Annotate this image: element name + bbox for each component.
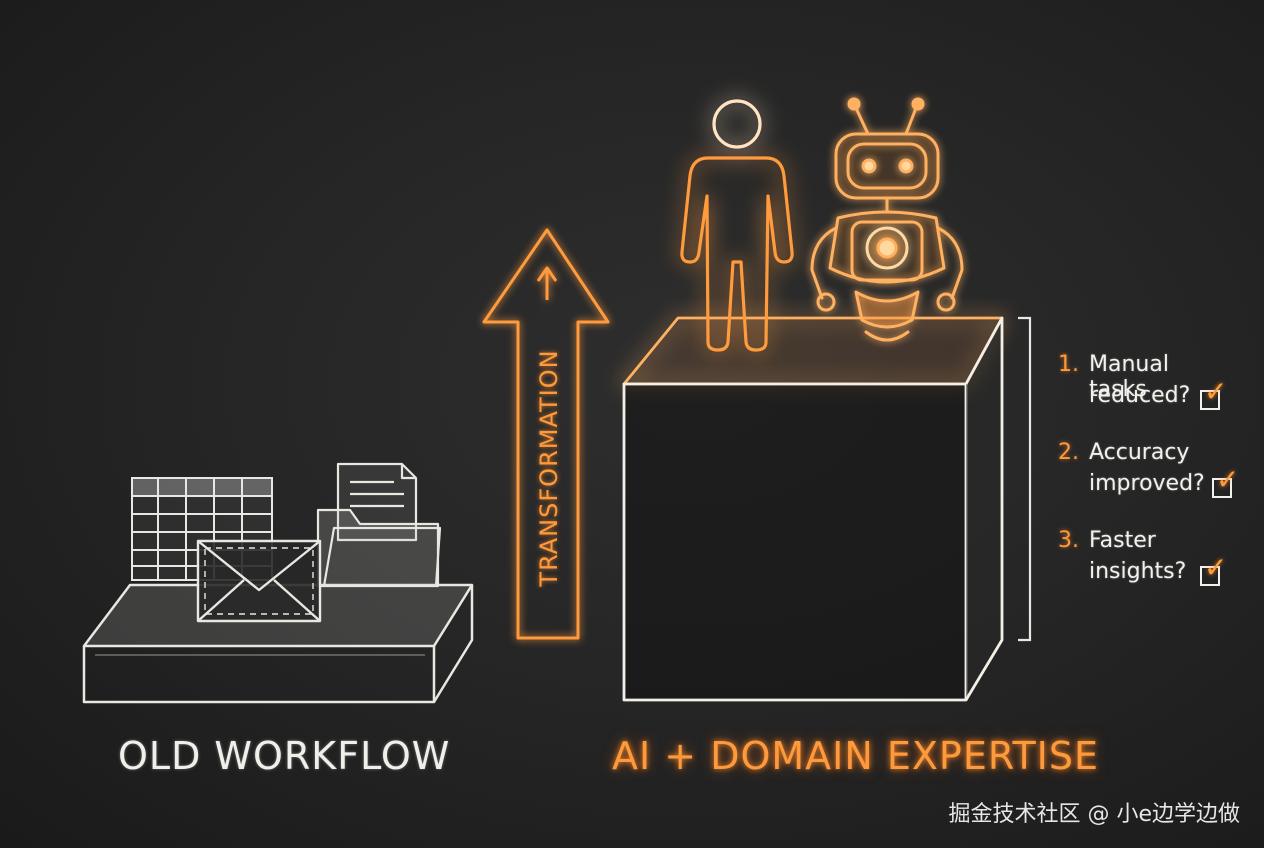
watermark: 掘金技术社区 @ 小e边学边做 bbox=[948, 802, 1240, 827]
transformation-arrow bbox=[482, 228, 610, 640]
robot-icon bbox=[810, 97, 964, 342]
checklist-text-line2: insights? bbox=[1089, 559, 1187, 584]
ai-domain-expertise-label: AI + DOMAIN EXPERTISE bbox=[612, 734, 1100, 778]
checkmark-icon: ✓ bbox=[1216, 463, 1240, 496]
transformation-label: TRANSFORMATION bbox=[535, 349, 563, 587]
person-icon bbox=[680, 99, 794, 352]
checkbox-icon bbox=[1212, 478, 1232, 498]
checklist-text-line1: Manual tasks bbox=[1089, 352, 1169, 402]
checkmark-icon: ✓ bbox=[1204, 375, 1228, 408]
checklist-number: 3. bbox=[1058, 528, 1079, 553]
checkbox-icon bbox=[1200, 390, 1220, 410]
checklist-text-line2: improved? bbox=[1089, 471, 1205, 496]
checkmark-icon: ✓ bbox=[1204, 551, 1228, 584]
bracket bbox=[1018, 316, 1032, 642]
checklist-number: 2. bbox=[1058, 440, 1079, 465]
ai-domain-platform bbox=[622, 316, 1004, 702]
checklist-text-line1: Accuracy bbox=[1089, 440, 1190, 465]
checklist-number: 1. bbox=[1058, 352, 1079, 377]
envelope-icon bbox=[196, 539, 322, 623]
old-workflow-label: OLD WORKFLOW bbox=[118, 734, 451, 778]
checkbox-icon bbox=[1200, 566, 1220, 586]
folder-icon bbox=[316, 462, 442, 588]
checklist-text-line2: reduced? bbox=[1089, 383, 1191, 408]
checklist-text-line1: Faster bbox=[1089, 528, 1156, 553]
